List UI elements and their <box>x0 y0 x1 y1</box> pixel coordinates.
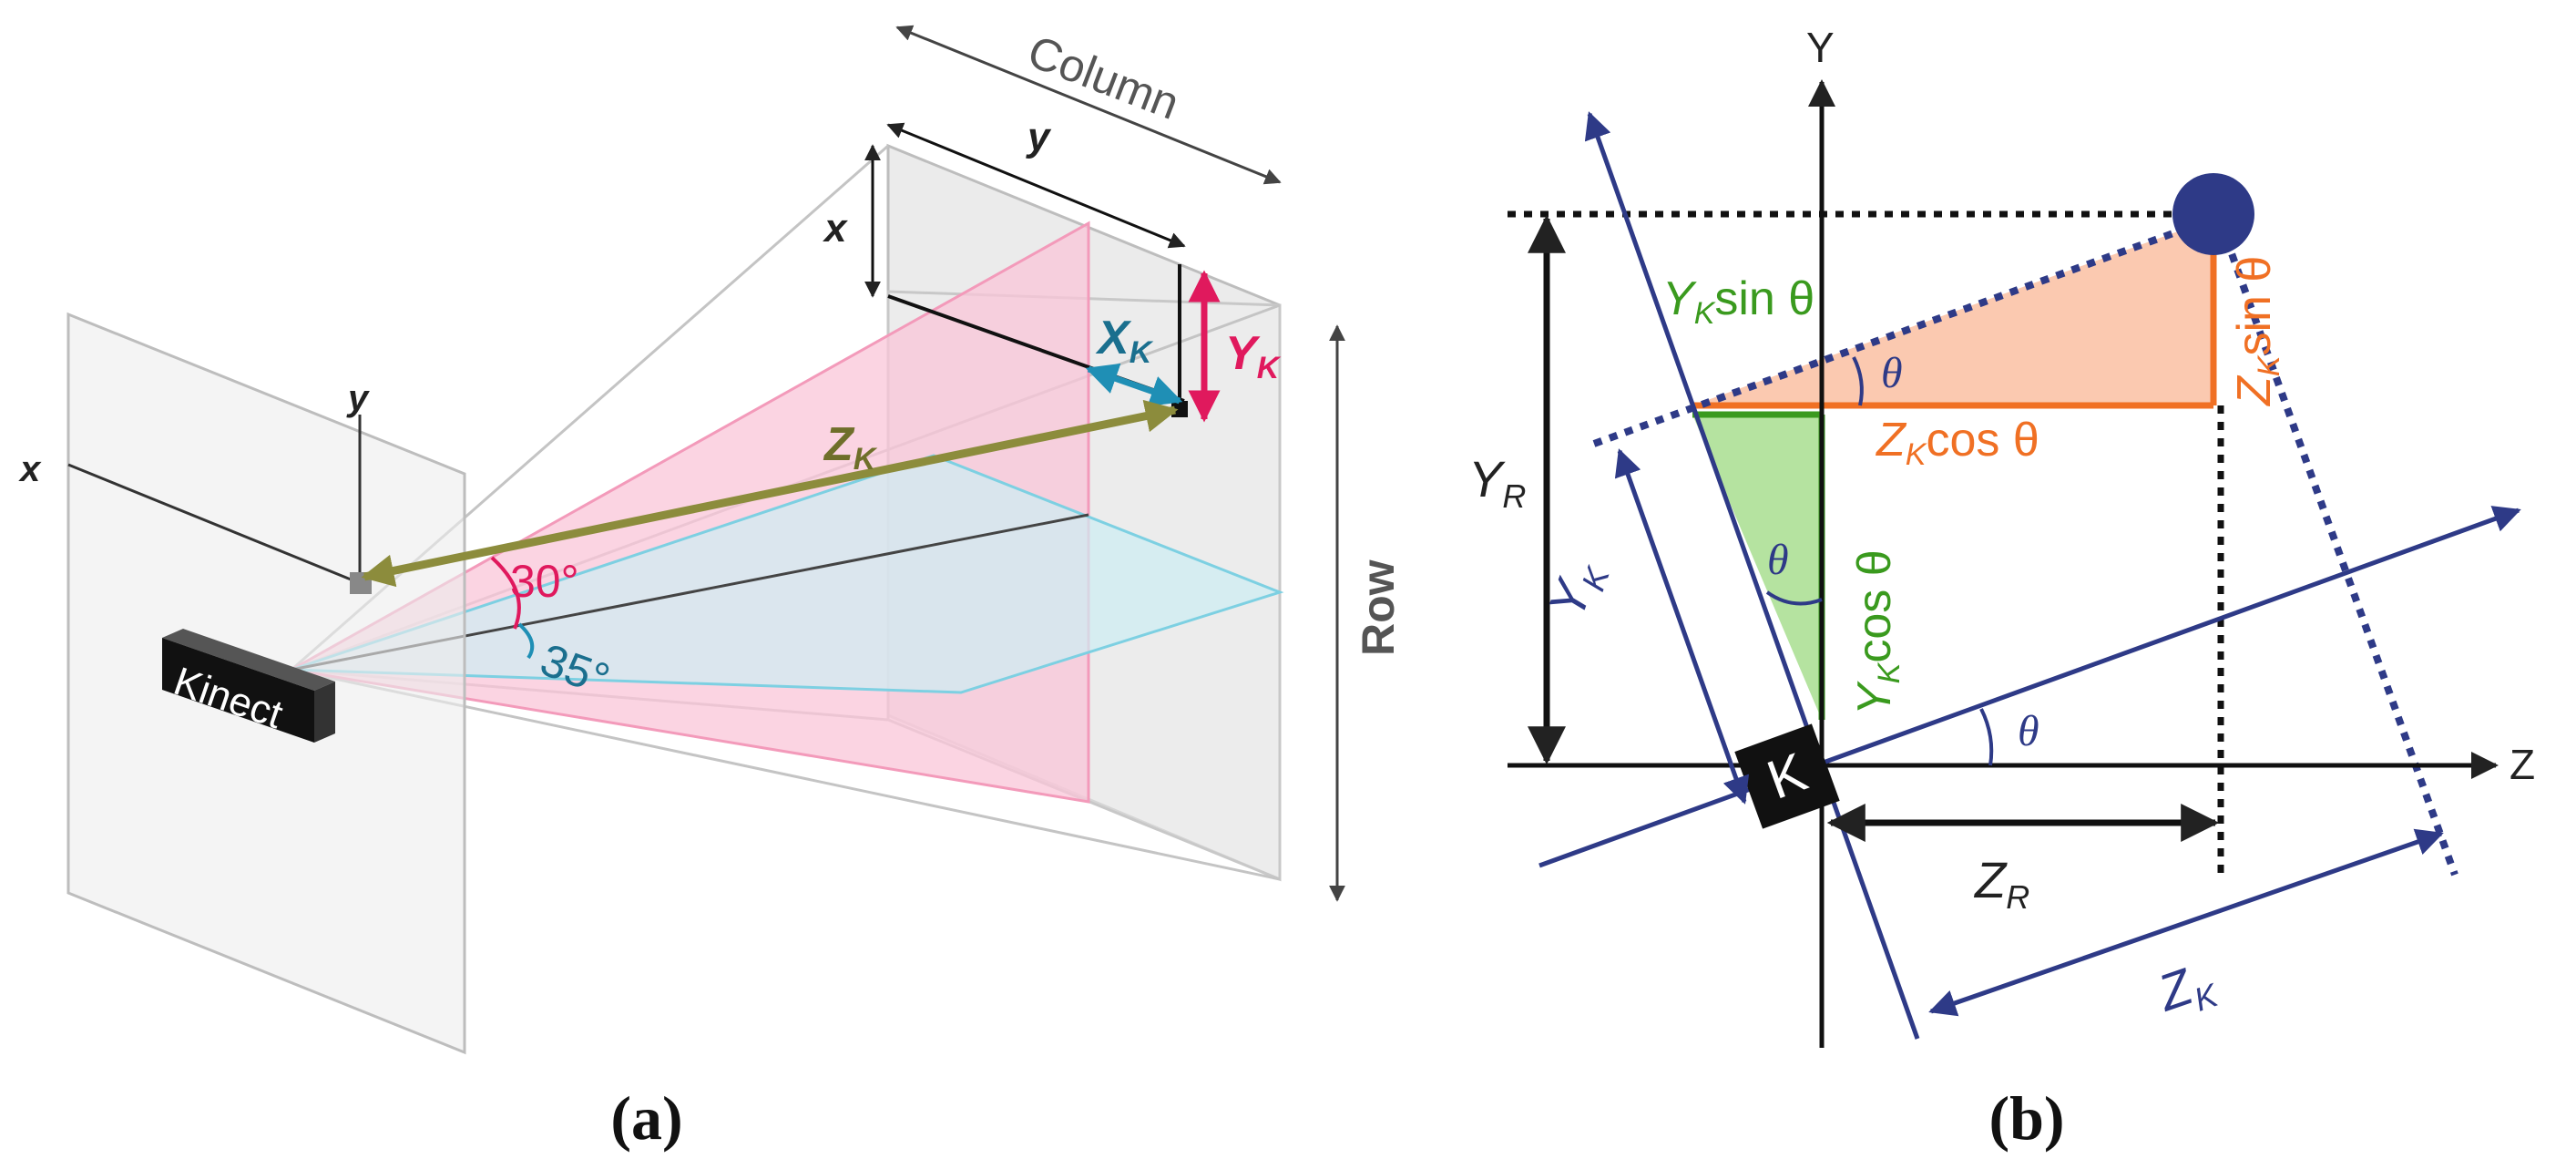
yk-arrow-b <box>1614 448 1750 805</box>
panel-b: Z Y K YR ZR YK ZK θ θ θ YKsin θ Z <box>1468 24 2535 1153</box>
zk-label-b: ZK <box>2150 949 2224 1029</box>
theta-arc-orange <box>1852 356 1864 406</box>
top-y-arrow <box>886 122 1186 249</box>
horizontal-angle-arc <box>517 622 535 660</box>
axis-z-label: Z <box>2510 741 2535 788</box>
axis-y-label: Y <box>1806 24 1835 71</box>
caption-a: (a) <box>610 1083 682 1153</box>
left-x-label: x <box>18 449 42 489</box>
yk-label: YK <box>1225 327 1282 385</box>
top-y-label: y <box>1026 115 1052 159</box>
column-label: Column <box>1021 26 1186 129</box>
angle-vertical-label: 30° <box>510 556 579 607</box>
sensor-x-axis <box>67 463 361 585</box>
caption-b: (b) <box>1988 1083 2064 1153</box>
yk-sin-label: YKsin θ <box>1662 272 1814 331</box>
theta-label-z: θ <box>2018 707 2039 755</box>
xk-arrow <box>1085 363 1183 407</box>
sensor-k: K <box>1734 723 1840 829</box>
zk-label: ZK <box>823 418 878 477</box>
theta-label-green: θ <box>1767 536 1789 584</box>
column-arrow <box>895 25 1282 185</box>
rotated-z-axis <box>1538 506 2521 868</box>
top-x-label: x <box>823 206 848 251</box>
target-ball <box>2172 173 2254 255</box>
zk-arrow-b <box>1928 828 2444 1017</box>
panel-a: x y Kinect Column y x Row YK XK ZK <box>18 25 1404 1153</box>
xk-label: XK <box>1095 312 1154 370</box>
yk-cos-label: YKcos θ <box>1848 549 1906 715</box>
rotated-y-axis <box>1584 111 1920 1040</box>
rotated-z-dotted-line <box>1592 215 2215 447</box>
row-label: Row <box>1353 559 1404 656</box>
vertical-angle-arc <box>490 556 521 630</box>
yr-label: YR <box>1468 450 1526 515</box>
left-y-label: y <box>346 378 370 418</box>
kinect-device: Kinect <box>162 629 335 743</box>
zk-arrow <box>361 399 1179 588</box>
zr-label: ZR <box>1973 851 2029 916</box>
theta-arc-z <box>1979 708 1994 766</box>
zk-sin-label: ZKsin θ <box>2228 256 2286 407</box>
zk-cos-label: ZKcos θ <box>1875 414 2039 472</box>
theta-label-orange: θ <box>1881 349 1903 397</box>
theta-arc-green <box>1765 590 1823 606</box>
